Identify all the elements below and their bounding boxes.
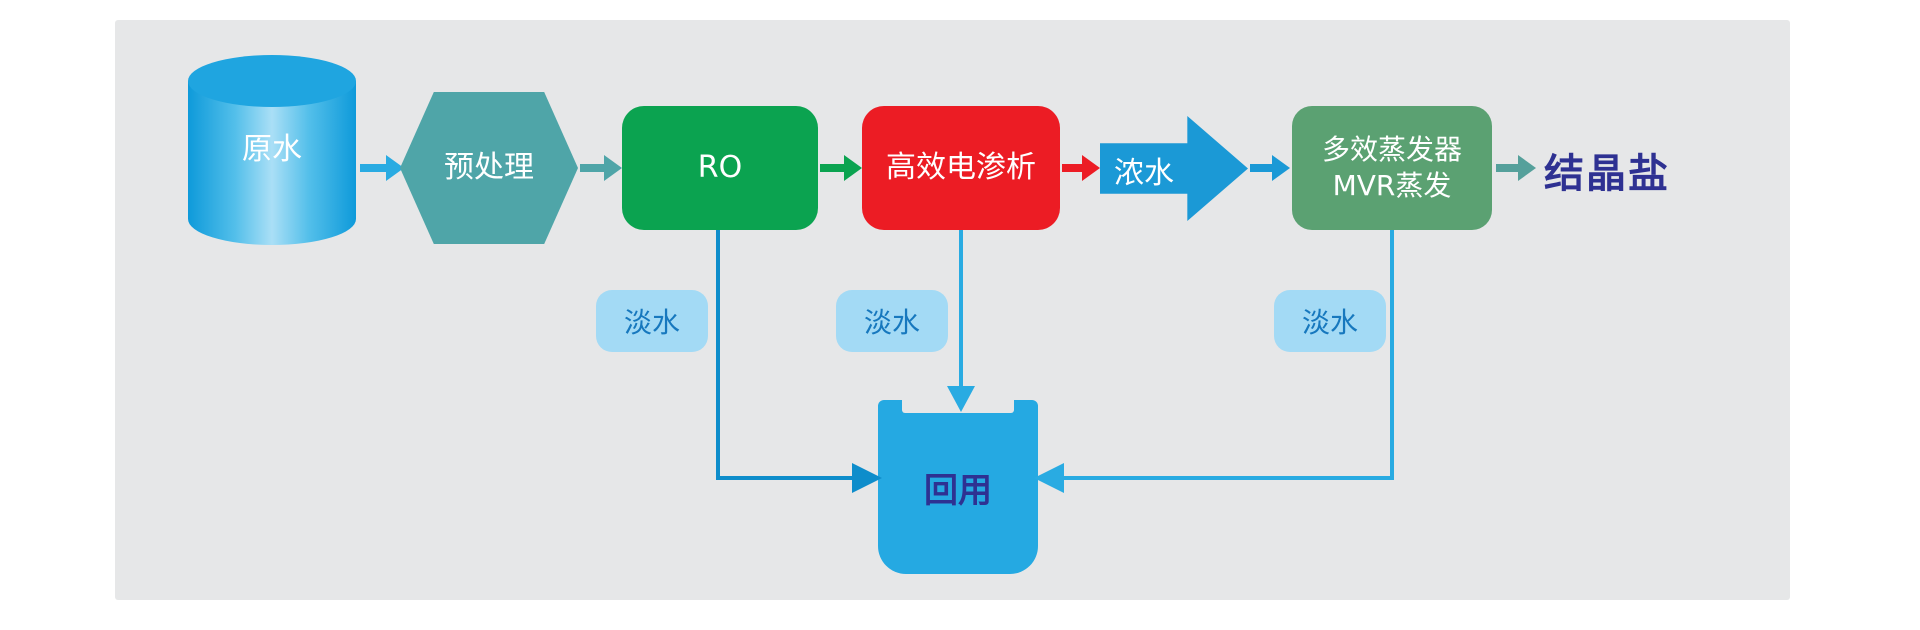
fresh-water-badge-ro: 淡水 [596, 290, 708, 352]
cylinder-top-ellipse [188, 55, 356, 107]
pretreatment-label: 预处理 [444, 150, 534, 185]
evaporator-box: 多效蒸发器 MVR蒸发 [1292, 106, 1492, 230]
arrow-head [1518, 155, 1536, 181]
evaporator-reuse-line-horizontal [1062, 476, 1394, 480]
arrow-pretreatment-to-ro [580, 155, 622, 181]
evaporator-reuse-line-vertical [1390, 230, 1394, 480]
arrow-shaft [1250, 164, 1276, 172]
arrow-head [386, 155, 404, 181]
electrodialysis-reuse-line-vertical [959, 230, 963, 388]
fresh-water-badge-electrodialysis: 淡水 [836, 290, 948, 352]
arrow-head [604, 155, 622, 181]
fresh-water-badge-evaporator: 淡水 [1274, 290, 1386, 352]
pretreatment-hexagon: 预处理 [400, 92, 578, 244]
arrow-shaft [580, 164, 608, 172]
arrow-head [1272, 155, 1290, 181]
evaporator-label-line1: 多效蒸发器 [1321, 133, 1462, 166]
ro-label: RO [697, 150, 743, 185]
evaporator-label: 多效蒸发器 MVR蒸发 [1292, 106, 1492, 230]
arrow-shaft [360, 164, 390, 172]
arrow-shaft [1062, 164, 1086, 172]
arrow-shaft [1496, 164, 1522, 172]
ro-reuse-line-horizontal [716, 476, 854, 480]
ro-reuse-arrow-head [852, 463, 882, 493]
ro-reuse-line-vertical [716, 230, 720, 480]
concentrate-label: 浓水 [1114, 155, 1174, 191]
arrow-head [1082, 155, 1100, 181]
reuse-label: 回用 [924, 470, 992, 511]
evaporator-reuse-arrow-head [1034, 463, 1064, 493]
evaporator-label-line2: MVR蒸发 [1332, 169, 1452, 202]
arrow-shaft [820, 164, 848, 172]
ro-box: RO [622, 106, 818, 230]
electrodialysis-box: 高效电渗析 [862, 106, 1060, 230]
crystal-salt-text: 结晶盐 [1544, 151, 1670, 197]
electrodialysis-reuse-arrow-head [947, 386, 975, 412]
arrow-concentrate-to-evaporator [1250, 155, 1290, 181]
arrow-head [844, 155, 862, 181]
raw-water-tank-shape: 原水 [188, 55, 356, 245]
raw-water-label: 原水 [242, 132, 302, 167]
arrow-electrodialysis-to-concentrate [1062, 155, 1100, 181]
arrow-evaporator-to-crystalsalt [1496, 155, 1536, 181]
arrow-ro-to-electrodialysis [820, 155, 862, 181]
arrow-rawwater-to-pretreatment [360, 155, 404, 181]
electrodialysis-label: 高效电渗析 [886, 150, 1036, 185]
cylinder-bottom-ellipse [188, 193, 356, 245]
reuse-tank-shape: 回用 [878, 400, 1038, 574]
